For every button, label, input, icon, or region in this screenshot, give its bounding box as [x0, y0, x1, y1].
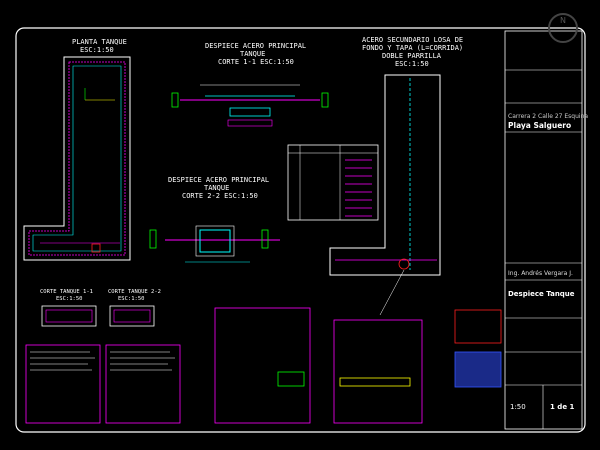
- title-block-engineer: Ing. Andrés Vergara J.: [508, 270, 573, 277]
- acero-secundario-drawing: [329, 74, 441, 316]
- title-block-frame: [504, 30, 583, 430]
- title-block-place: Playa Salguero: [508, 121, 572, 130]
- title-block-scale: 1:50: [510, 403, 526, 411]
- corte-t2-scale: ESC:1:50: [118, 296, 145, 302]
- title-block-lines: [505, 69, 582, 429]
- reinforcement-table: [287, 144, 379, 221]
- compass-letter: N: [560, 16, 566, 25]
- planta-title: PLANTA TANQUE: [72, 38, 127, 46]
- title-block-sheet: 1 de 1: [550, 403, 575, 411]
- acero-scale: ESC:1:50: [395, 60, 429, 68]
- planta-scale: ESC:1:50: [80, 46, 114, 54]
- despiece2-sub: TANQUE: [204, 184, 230, 192]
- acero-sub2: DOBLE PARRILLA: [382, 52, 442, 60]
- despiece2-title: DESPIECE ACERO PRINCIPAL: [168, 176, 270, 184]
- despiece-2-drawing: [149, 225, 280, 263]
- corte-tanque-details: [41, 305, 155, 327]
- north-compass-icon: N: [548, 13, 578, 43]
- planta-tanque-drawing: [23, 56, 131, 261]
- title-block-content: Despiece Tanque: [508, 290, 575, 298]
- corte-t2-title: CORTE TANQUE 2-2: [108, 289, 161, 295]
- despiece-1-drawing: [171, 84, 329, 127]
- despiece1-corte: CORTE 1-1 ESC:1:50: [218, 58, 294, 66]
- title-block-address: Carrera 2 Calle 27 Esquina: [508, 113, 589, 120]
- notes-panels: [25, 307, 502, 424]
- drawing-frame: [15, 27, 586, 433]
- despiece2-corte: CORTE 2-2 ESC:1:50: [182, 192, 258, 200]
- acero-title: ACERO SECUNDARIO LOSA DE: [362, 36, 464, 44]
- despiece1-sub: TANQUE: [240, 50, 266, 58]
- despiece1-title: DESPIECE ACERO PRINCIPAL: [205, 42, 307, 50]
- corte-t1-scale: ESC:1:50: [56, 296, 83, 302]
- corte-t1-title: CORTE TANQUE 1-1: [40, 289, 93, 295]
- acero-sub1: FONDO Y TAPA (L=CORRIDA): [362, 44, 464, 52]
